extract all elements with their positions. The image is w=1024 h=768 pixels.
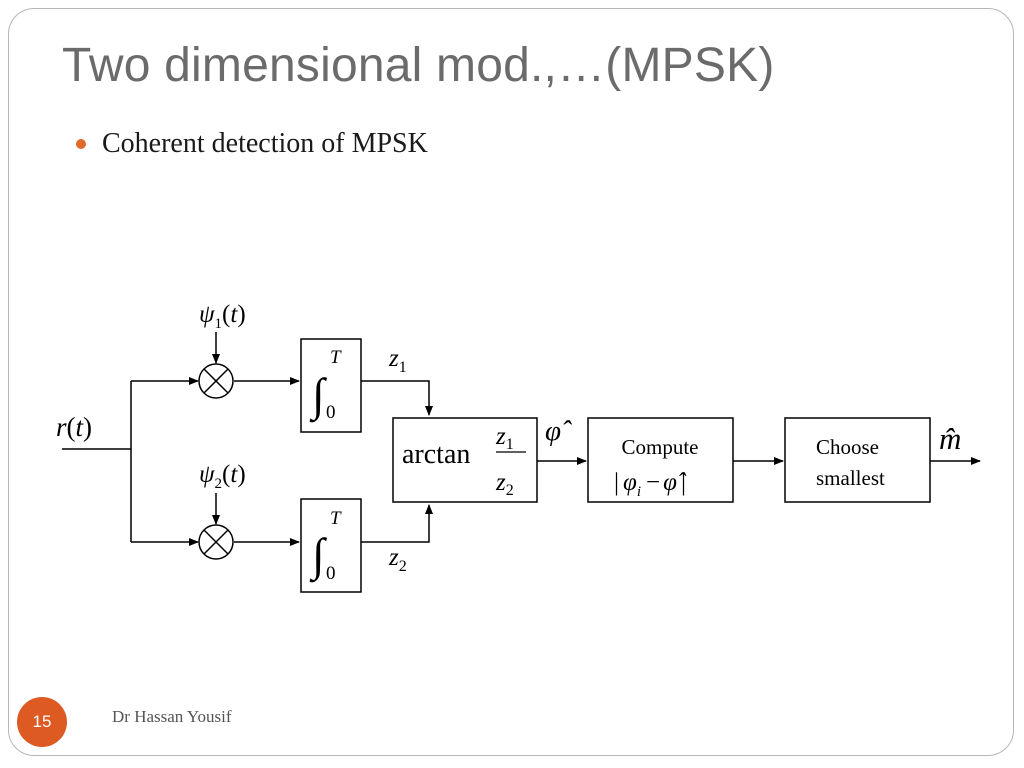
integral-sign-icon: ∫ (309, 369, 327, 423)
integrator-1-symbol: ∫ T 0 (309, 347, 342, 423)
bullet-text: Coherent detection of MPSK (102, 128, 428, 159)
arctan-numerator: z1 (495, 423, 514, 453)
multiplier-1-icon (198, 363, 234, 399)
integrator-2-block (300, 498, 362, 593)
bullet-item: Coherent detection of MPSK (76, 128, 428, 160)
bullet-dot-icon (76, 139, 86, 149)
input-signal-label: r(t) (56, 412, 92, 442)
slide-frame (8, 8, 1014, 756)
arctan-expression: arctan z1 z2 (402, 423, 526, 499)
compute-formula: |φi−φ̂| (614, 469, 687, 500)
arctan-denominator: z2 (495, 469, 514, 499)
z1-label: z1 (388, 345, 407, 376)
z1-wire (361, 380, 433, 416)
integral-upper-limit: T (330, 508, 342, 529)
compute-label: Compute (622, 435, 699, 459)
choose-block (784, 417, 931, 503)
integrator-1-block (300, 338, 362, 433)
basis-function-2-label: ψ2(t) (199, 461, 246, 492)
output-m-hat-label: m̂ (939, 421, 961, 456)
compute-block (587, 417, 734, 503)
choose-label-line2: smallest (816, 466, 885, 490)
integral-lower-limit: 0 (326, 402, 336, 423)
integrator-2-symbol: ∫ T 0 (309, 508, 342, 584)
compute-expression: Compute |φi−φ̂| (614, 435, 699, 500)
z2-label: z2 (388, 544, 407, 575)
basis-function-1-label: ψ1(t) (199, 301, 246, 332)
slide-title: Two dimensional mod.,…(MPSK) (62, 39, 775, 92)
z2-wire (361, 504, 433, 543)
integral-sign-icon: ∫ (309, 529, 327, 583)
arctan-block (392, 417, 538, 503)
integral-lower-limit: 0 (326, 563, 336, 584)
phi-hat-label: φ̂ (545, 415, 572, 447)
multiplier-2-icon (198, 524, 234, 560)
author-footer: Dr Hassan Yousif (112, 707, 232, 726)
integral-upper-limit: T (330, 347, 342, 368)
page-number-badge: 15 (17, 697, 67, 747)
arctan-function-label: arctan (402, 439, 470, 470)
choose-label-line1: Choose (816, 435, 879, 459)
